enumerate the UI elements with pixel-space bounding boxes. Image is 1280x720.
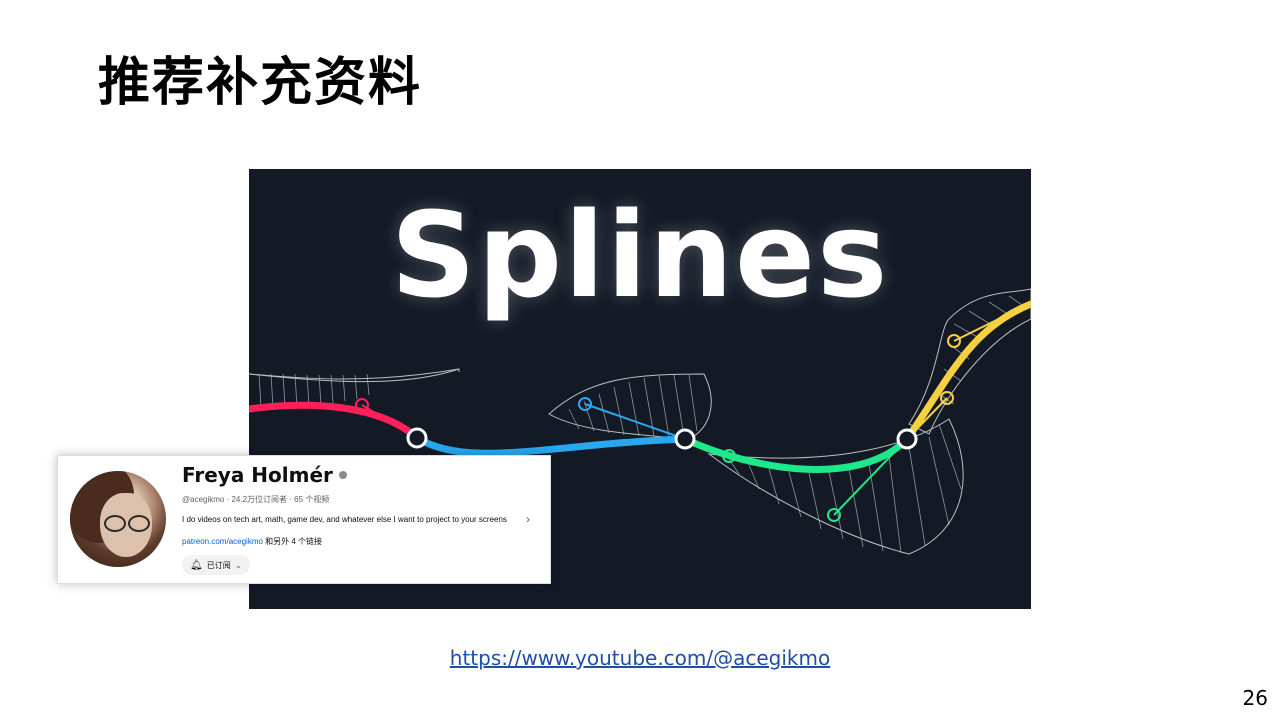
page-number: 26 <box>1242 686 1268 710</box>
channel-description[interactable]: I do videos on tech art, math, game dev,… <box>182 515 507 524</box>
bell-icon: 🔔︎ <box>190 559 203 571</box>
patreon-link[interactable]: patreon.com/acegikmo <box>182 537 263 546</box>
slide-title: 推荐补充资料 <box>98 52 423 113</box>
thumbnail-title: Splines <box>390 186 890 324</box>
channel-name-text: Freya Holmér <box>182 463 333 487</box>
youtube-url-text[interactable]: https://www.youtube.com/@acegikmo <box>449 646 831 670</box>
channel-meta: @acegikmo · 24.2万位订阅者 · 65 个视频 <box>182 495 330 504</box>
avatar[interactable] <box>70 471 166 567</box>
youtube-url-link[interactable]: https://www.youtube.com/@acegikmo <box>0 646 1280 670</box>
subscribed-label: 已订阅 <box>206 560 231 570</box>
more-links-text[interactable]: 和另外 4 个链接 <box>262 537 323 546</box>
subscribed-button[interactable]: 🔔︎ 已订阅 ⌄ <box>182 555 251 575</box>
chevron-down-icon: ⌄ <box>234 559 243 570</box>
channel-links: patreon.com/acegikmo 和另外 4 个链接 <box>182 536 322 547</box>
spline-illustration <box>249 288 1031 555</box>
chevron-right-icon[interactable]: › <box>526 512 530 526</box>
verified-icon <box>338 470 347 479</box>
channel-card: Freya Holmér @acegikmo · 24.2万位订阅者 · 65 … <box>57 455 551 584</box>
channel-name: Freya Holmér <box>182 463 347 487</box>
hatch-lines <box>258 295 1026 554</box>
